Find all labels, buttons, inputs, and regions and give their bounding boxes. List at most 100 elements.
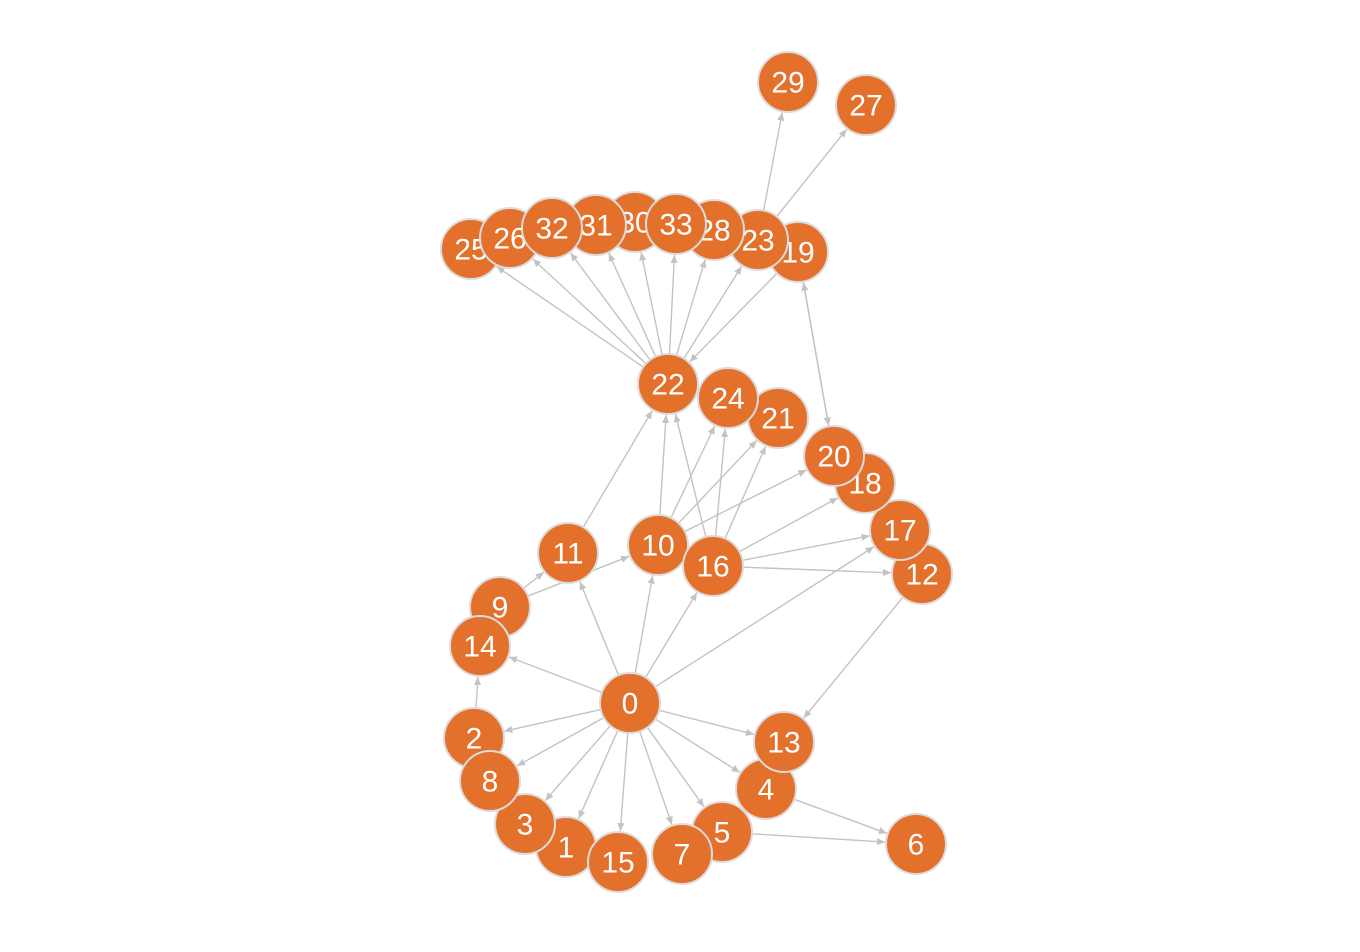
edge-16-22 <box>673 413 707 538</box>
node-circle-22[interactable] <box>637 353 699 415</box>
edge-0-1 <box>577 730 619 819</box>
node-13[interactable]: 13 <box>753 711 815 773</box>
edge-0-3 <box>544 725 611 802</box>
node-14[interactable]: 14 <box>449 615 511 677</box>
node-circle-7[interactable] <box>651 823 713 885</box>
node-circle-6[interactable] <box>885 813 947 875</box>
node-24[interactable]: 24 <box>697 367 759 429</box>
edge-0-4 <box>654 718 741 774</box>
edge-22-23 <box>683 265 743 359</box>
edge-16-18 <box>738 497 839 553</box>
node-circle-15[interactable] <box>587 831 649 893</box>
node-label-4: 4 <box>758 774 775 807</box>
node-17[interactable]: 17 <box>869 499 931 561</box>
node-label-15: 15 <box>601 847 634 880</box>
edge-10-22 <box>659 414 670 516</box>
node-6[interactable]: 6 <box>885 813 947 875</box>
edge-0-13 <box>658 709 755 736</box>
node-circle-0[interactable] <box>599 672 661 734</box>
node-circle-33[interactable] <box>645 193 707 255</box>
node-circle-17[interactable] <box>869 499 931 561</box>
node-circle-27[interactable] <box>835 74 897 136</box>
node-label-3: 3 <box>517 809 534 842</box>
edge-23-29 <box>762 112 785 211</box>
node-label-12: 12 <box>905 559 938 592</box>
node-label-6: 6 <box>908 829 925 862</box>
edge-16-17 <box>742 533 870 562</box>
node-circle-32[interactable] <box>521 197 583 259</box>
node-label-9: 9 <box>492 592 509 625</box>
edge-0-2 <box>504 708 601 733</box>
node-11[interactable]: 11 <box>537 522 599 584</box>
node-label-2: 2 <box>466 723 483 756</box>
node-0[interactable]: 0 <box>599 672 661 734</box>
node-20[interactable]: 20 <box>803 425 865 487</box>
node-22[interactable]: 22 <box>637 353 699 415</box>
edge-10-20 <box>684 469 807 533</box>
edge-9-11 <box>523 571 545 589</box>
node-label-17: 17 <box>883 515 916 548</box>
node-33[interactable]: 33 <box>645 193 707 255</box>
node-29[interactable]: 29 <box>757 51 819 113</box>
node-label-33: 33 <box>659 209 692 242</box>
edge-20-19 <box>801 282 830 427</box>
node-label-14: 14 <box>463 631 496 664</box>
edge-0-8 <box>516 716 605 767</box>
node-label-23: 23 <box>741 225 774 258</box>
edge-22-31 <box>608 252 657 357</box>
edge-0-7 <box>639 731 673 825</box>
edge-16-24 <box>714 428 729 537</box>
edge-0-15 <box>617 732 629 832</box>
edge-0-10 <box>634 575 655 674</box>
node-label-21: 21 <box>761 403 794 436</box>
node-circle-3[interactable] <box>494 793 556 855</box>
edge-0-16 <box>644 592 698 678</box>
node-circle-11[interactable] <box>537 522 599 584</box>
node-31[interactable]: 31 <box>565 194 627 256</box>
edges-layer <box>473 112 904 846</box>
node-label-24: 24 <box>711 383 744 416</box>
node-label-22: 22 <box>651 369 684 402</box>
edge-0-5 <box>646 727 705 808</box>
node-32[interactable]: 32 <box>521 197 583 259</box>
edge-22-33 <box>668 254 678 355</box>
node-circle-20[interactable] <box>803 425 865 487</box>
edge-4-6 <box>793 798 888 834</box>
edge-5-6 <box>751 833 886 846</box>
edge-22-30 <box>639 252 663 355</box>
node-27[interactable]: 27 <box>835 74 897 136</box>
node-4[interactable]: 4 <box>735 758 797 820</box>
node-circle-24[interactable] <box>697 367 759 429</box>
edge-16-21 <box>724 446 767 539</box>
node-label-8: 8 <box>482 766 499 799</box>
node-circle-10[interactable] <box>627 514 689 576</box>
edge-2-14 <box>473 676 482 709</box>
node-label-27: 27 <box>849 90 882 123</box>
edge-23-27 <box>776 128 848 218</box>
edge-22-28 <box>675 259 707 356</box>
edge-12-13 <box>803 596 904 719</box>
node-7[interactable]: 7 <box>651 823 713 885</box>
edge-0-11 <box>579 581 620 676</box>
edge-10-24 <box>670 425 716 519</box>
node-circle-8[interactable] <box>459 750 521 812</box>
node-15[interactable]: 15 <box>587 831 649 893</box>
node-8[interactable]: 8 <box>459 750 521 812</box>
node-label-10: 10 <box>641 530 674 563</box>
node-label-1: 1 <box>558 832 575 865</box>
node-label-16: 16 <box>696 551 729 584</box>
node-circle-16[interactable] <box>682 535 744 597</box>
node-label-13: 13 <box>767 727 800 760</box>
node-circle-13[interactable] <box>753 711 815 773</box>
edge-22-25 <box>496 265 644 368</box>
edge-22-26 <box>532 258 647 365</box>
edge-10-21 <box>678 440 758 524</box>
node-label-5: 5 <box>714 817 731 850</box>
node-circle-29[interactable] <box>757 51 819 113</box>
node-16[interactable]: 16 <box>682 535 744 597</box>
node-circle-14[interactable] <box>449 615 511 677</box>
node-10[interactable]: 10 <box>627 514 689 576</box>
node-3[interactable]: 3 <box>494 793 556 855</box>
node-label-20: 20 <box>817 441 850 474</box>
